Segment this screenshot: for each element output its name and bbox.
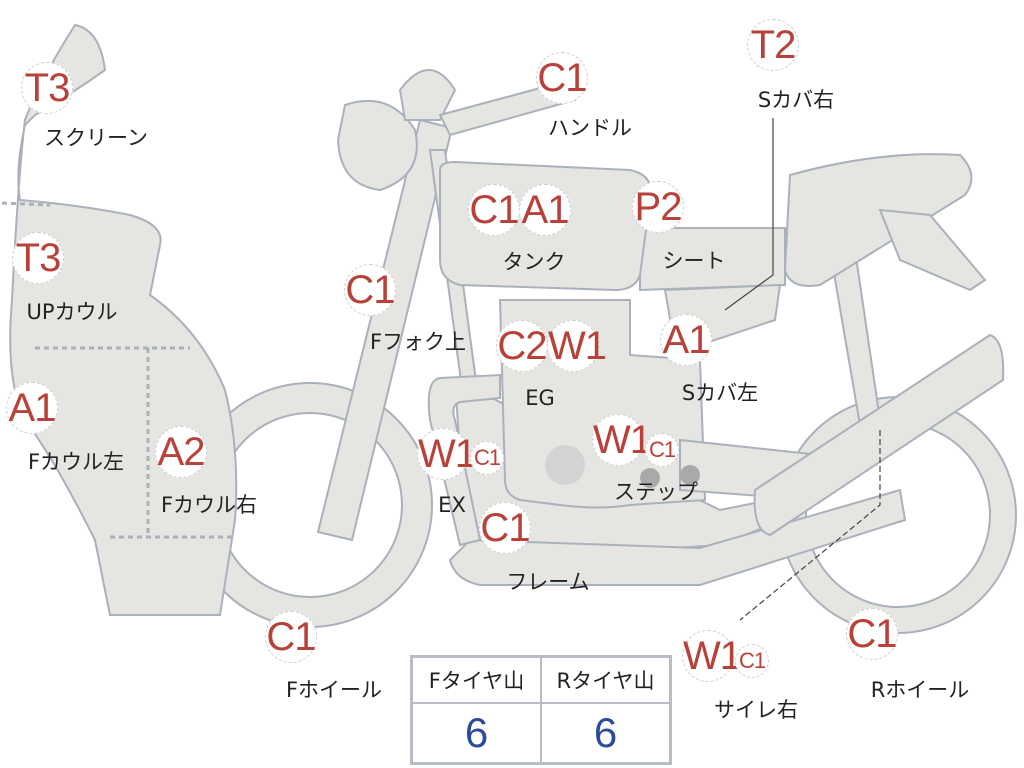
label-seat: シート [662, 249, 726, 273]
headlight-shape [336, 99, 418, 192]
label-side-cover-left: Sカバ左 [681, 381, 759, 405]
exhaust-shape [427, 373, 501, 547]
grade-badge-engine-2: W1 [547, 320, 607, 372]
grade-badge-screen: T3 [21, 62, 73, 114]
silencer-shape [753, 333, 1005, 537]
header-front-tire: Fタイヤ山 [410, 655, 542, 704]
label-handle: ハンドル [548, 116, 632, 140]
label-f-fork: Fフォク上 [369, 330, 467, 354]
value-front-tire: 6 [410, 702, 542, 765]
grade-badge-f-wheel: C1 [265, 611, 317, 663]
grade-badge-f-fork: C1 [344, 264, 396, 316]
label-f-cowl-right: Fカウル右 [160, 493, 258, 517]
grade-badge-tank-2: A1 [519, 184, 571, 236]
label-exhaust: EX [438, 493, 466, 517]
label-silencer: サイレ右 [714, 698, 798, 722]
grade-badge-f-cowl-left: A1 [6, 382, 58, 434]
value-rear-tire: 6 [540, 702, 672, 765]
label-tank: タンク [502, 250, 566, 274]
label-side-cover-right: Sカバ右 [757, 88, 835, 112]
front-fork-shape [316, 118, 454, 542]
grade-badge-silencer-2: C1 [735, 644, 769, 678]
grade-badge-r-wheel: C1 [846, 608, 898, 660]
grade-badge-silencer-1: W1 [682, 630, 742, 682]
grade-badge-exhaust-1: W1 [417, 428, 477, 480]
label-f-wheel: Fホイール [285, 678, 383, 702]
label-screen: スクリーン [44, 126, 148, 150]
grade-badge-f-cowl-right: A2 [155, 426, 207, 478]
grade-badge-side-cover-left: A1 [660, 314, 712, 366]
label-step: ステップ [614, 480, 698, 504]
grade-badge-step-1: W1 [592, 414, 652, 466]
label-r-wheel: Rホイール [870, 678, 970, 702]
grade-badge-handle: C1 [536, 52, 588, 104]
grade-badge-step-2: C1 [645, 433, 679, 467]
tire-tread-table: Fタイヤ山 Rタイヤ山 6 6 [410, 655, 672, 765]
grade-badge-up-cowl: T3 [12, 232, 64, 284]
label-f-cowl-left: Fカウル左 [27, 450, 125, 474]
grade-badge-side-cover-right: T2 [747, 19, 799, 71]
label-up-cowl: UPカウル [26, 300, 118, 324]
grade-badge-tank-1: C1 [468, 184, 520, 236]
grade-badge-frame: C1 [479, 502, 531, 554]
grade-badge-seat: P2 [632, 181, 684, 233]
grade-badge-engine-1: C2 [496, 320, 548, 372]
label-engine: EG [525, 386, 555, 410]
header-rear-tire: Rタイヤ山 [540, 655, 672, 704]
label-frame: フレーム [506, 570, 590, 594]
grade-badge-exhaust-2: C1 [470, 441, 504, 475]
